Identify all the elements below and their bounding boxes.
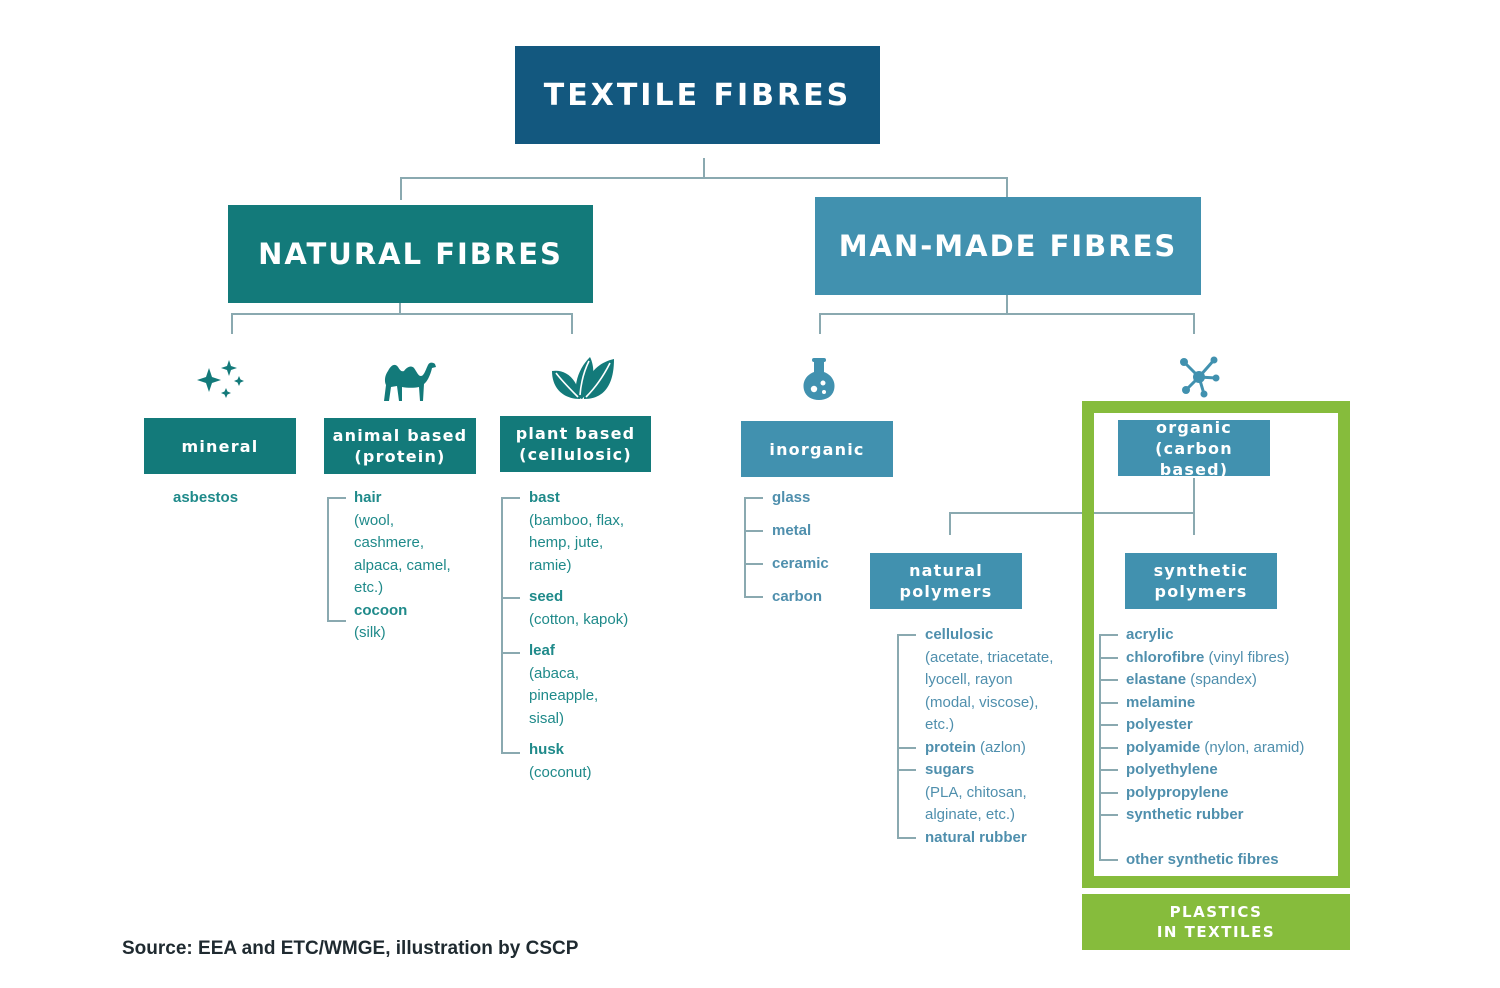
natural-polymers-box: natural polymers	[870, 553, 1022, 609]
list-item: acrylic	[1126, 626, 1174, 643]
organic-box: organic (carbon based)	[1118, 418, 1270, 479]
list-item: asbestos	[173, 489, 239, 506]
list-item: husk (coconut)	[529, 741, 592, 781]
list-item: chlorofibre (vinyl fibres)	[1126, 648, 1290, 666]
list-item: seed (cotton, kapok)	[529, 588, 629, 628]
camel-icon	[384, 362, 436, 401]
plant-based-box: plant based (cellulosic)	[500, 416, 651, 472]
animal-list: hair (wool, cashmere, alpaca, camel, etc…	[354, 487, 451, 645]
natural-fibres-box: NATURAL FIBRES	[228, 205, 593, 303]
list-item: protein (azlon)	[925, 738, 1026, 756]
list-item: melamine	[1126, 693, 1196, 711]
natural-polymers-list: cellulosic (acetate, triacetate, lyocell…	[925, 624, 1053, 849]
list-item: metal	[772, 522, 812, 539]
man-made-fibres-box: MAN-MADE FIBRES	[815, 197, 1201, 295]
synthetic-polymers-list: acrylic chlorofibre (vinyl fibres) elast…	[1126, 624, 1304, 871]
textile-fibres-title: TEXTILE FIBRES	[515, 46, 880, 144]
plastics-in-textiles-label: PLASTICS IN TEXTILES	[1082, 894, 1350, 950]
list-item: polyamide (nylon, aramid)	[1126, 738, 1305, 756]
molecule-icon	[1180, 356, 1220, 398]
list-item: polyester	[1126, 716, 1193, 733]
list-item: polypropylene	[1126, 783, 1229, 801]
inorganic-box: inorganic	[741, 421, 893, 477]
sparkles-icon	[197, 360, 244, 398]
list-item: ceramic	[772, 555, 829, 572]
flask-icon	[803, 358, 835, 400]
list-item: sugars (PLA, chitosan, alginate, etc.)	[925, 761, 1027, 823]
leaves-icon	[552, 357, 614, 399]
list-item: elastane (spandex)	[1126, 671, 1257, 688]
list-item: polyethylene	[1126, 761, 1218, 778]
list-item: synthetic rubber	[1126, 806, 1244, 823]
list-item: leaf (abaca, pineapple, sisal)	[529, 642, 599, 727]
animal-based-box: animal based (protein)	[324, 418, 476, 474]
plant-list: bast (bamboo, flax, hemp, jute, ramie) s…	[529, 487, 628, 784]
mineral-list: asbestos	[173, 487, 238, 510]
source-credit: Source: EEA and ETC/WMGE, illustration b…	[122, 938, 579, 959]
list-item: cellulosic (acetate, triacetate, lyocell…	[925, 626, 1054, 733]
list-item: natural rubber	[925, 828, 1027, 846]
list-item: carbon	[772, 588, 823, 605]
plastics-in-textiles-frame	[1082, 401, 1350, 888]
synthetic-polymers-box: synthetic polymers	[1125, 553, 1277, 609]
list-item: other synthetic fibres	[1126, 850, 1279, 868]
list-item: bast (bamboo, flax, hemp, jute, ramie)	[529, 489, 625, 574]
mineral-box: mineral	[144, 418, 296, 474]
inorganic-list: glass metal ceramic carbon	[772, 487, 829, 608]
list-item: cocoon (silk)	[354, 601, 408, 642]
list-item: hair (wool, cashmere, alpaca, camel, etc…	[354, 489, 451, 596]
list-item: glass	[772, 489, 811, 506]
